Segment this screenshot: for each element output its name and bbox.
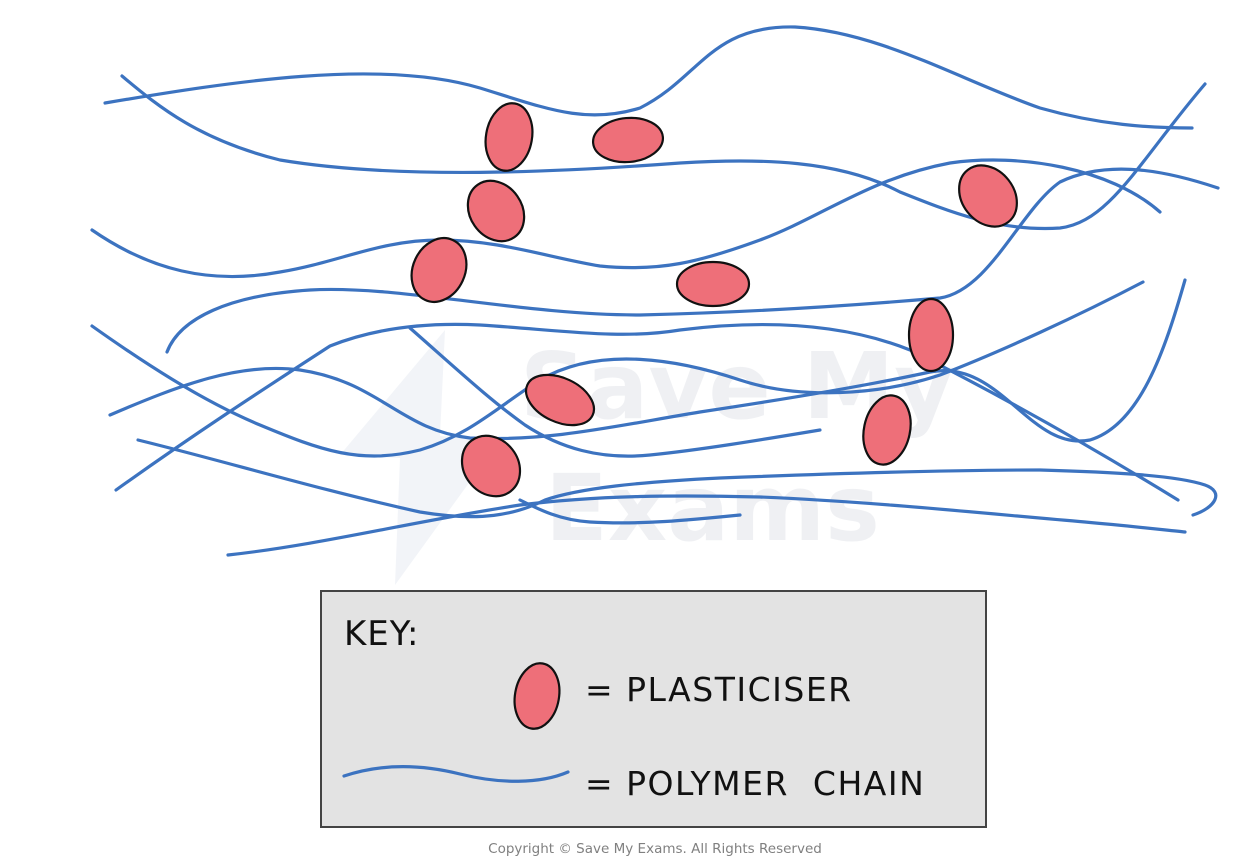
lightning-bolt-icon bbox=[340, 330, 500, 585]
polymer-chain bbox=[165, 167, 1220, 354]
polymer-chain-key-icon bbox=[342, 765, 570, 783]
polymer-chain-key-label: = POLYMER CHAIN bbox=[585, 764, 926, 803]
plasticiser-molecule bbox=[958, 164, 1018, 228]
key-title: KEY: bbox=[344, 614, 420, 654]
polymer-chain bbox=[90, 158, 1162, 279]
polymer-chain bbox=[90, 280, 1145, 458]
plasticiser-molecule bbox=[591, 116, 665, 164]
polymer-chain bbox=[136, 438, 1218, 519]
polymer-chain bbox=[408, 326, 822, 458]
plasticiser-molecule bbox=[524, 373, 596, 427]
polymer-chain bbox=[120, 74, 1207, 231]
polymer-chain bbox=[518, 498, 742, 525]
polymer-chain bbox=[114, 322, 1180, 502]
polymer-chain bbox=[108, 278, 1187, 443]
plasticiser-key-label: = PLASTICISER bbox=[585, 670, 853, 709]
polymer-chain bbox=[226, 494, 1187, 557]
plasticisers bbox=[410, 102, 1018, 498]
key-box: KEY: = PLASTICISER = POLYMER CHAIN bbox=[320, 590, 987, 828]
watermark-line-2: Exams bbox=[545, 455, 880, 562]
copyright-notice: Copyright © Save My Exams. All Rights Re… bbox=[488, 841, 822, 857]
plasticiser-molecule bbox=[675, 260, 751, 308]
plasticiser-molecule bbox=[484, 102, 534, 172]
plasticiser-key-icon bbox=[513, 662, 561, 730]
polymer-chain bbox=[103, 25, 1194, 130]
polymer-chains bbox=[90, 25, 1220, 557]
plasticiser-molecule bbox=[410, 237, 468, 303]
plasticiser-molecule bbox=[907, 297, 955, 373]
plasticiser-molecule bbox=[460, 434, 522, 498]
plasticiser-molecule bbox=[862, 394, 912, 466]
plasticiser-molecule bbox=[466, 179, 526, 243]
watermark: Save My Exams bbox=[340, 330, 954, 585]
